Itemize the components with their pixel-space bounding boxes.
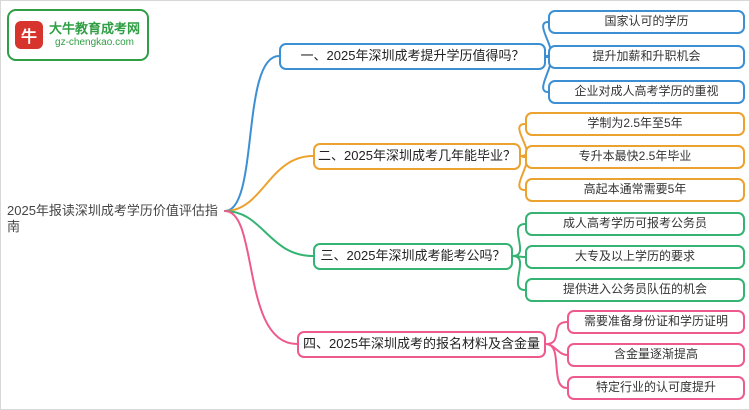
leaf-node: 大专及以上学历的要求 <box>525 245 745 269</box>
leaf-node: 含金量逐渐提高 <box>567 343 745 367</box>
branch-node-1: 一、2025年深圳成考提升学历值得吗？ <box>279 43 546 70</box>
leaf-node: 企业对成人高考学历的重视 <box>548 80 745 104</box>
bull-icon: 牛 <box>15 21 43 49</box>
leaf-node: 需要准备身份证和学历证明 <box>567 310 745 334</box>
leaf-node: 专升本最快2.5年毕业 <box>525 145 745 169</box>
leaf-node: 高起本通常需要5年 <box>525 178 745 202</box>
connector-root-branch2 <box>224 155 314 212</box>
branch-node-2: 二、2025年深圳成考几年能毕业？ <box>313 143 521 170</box>
leaf-node: 提升加薪和升职机会 <box>548 45 745 69</box>
leaf-node: 国家认可的学历 <box>548 10 745 34</box>
connector-root-branch1 <box>224 55 280 212</box>
site-url: gz-chengkao.com <box>55 36 134 48</box>
connector-root-branch4 <box>224 210 298 345</box>
root-node: 2025年报读深圳成考学历价值评估指南 <box>7 203 218 234</box>
connector-branch4-leaf3 <box>545 343 568 389</box>
logo-text: 大牛教育成考网 gz-chengkao.com <box>49 20 141 48</box>
leaf-node: 提供进入公务员队伍的机会 <box>525 278 745 302</box>
leaf-node: 成人高考学历可报考公务员 <box>525 212 745 236</box>
leaf-node: 学制为2.5年至5年 <box>525 112 745 136</box>
connector-branch3-leaf1 <box>512 223 526 257</box>
branch-node-3: 三、2025年深圳成考能考公吗？ <box>313 243 513 270</box>
connector-branch3-leaf3 <box>512 255 526 291</box>
branch-node-4: 四、2025年深圳成考的报名材料及含金量 <box>297 331 546 358</box>
connector-branch4-leaf1 <box>545 321 568 345</box>
connector-root-branch3 <box>224 210 314 257</box>
site-name: 大牛教育成考网 <box>49 20 141 36</box>
site-logo: 牛 大牛教育成考网 gz-chengkao.com <box>7 9 149 61</box>
leaf-node: 特定行业的认可度提升 <box>567 376 745 400</box>
